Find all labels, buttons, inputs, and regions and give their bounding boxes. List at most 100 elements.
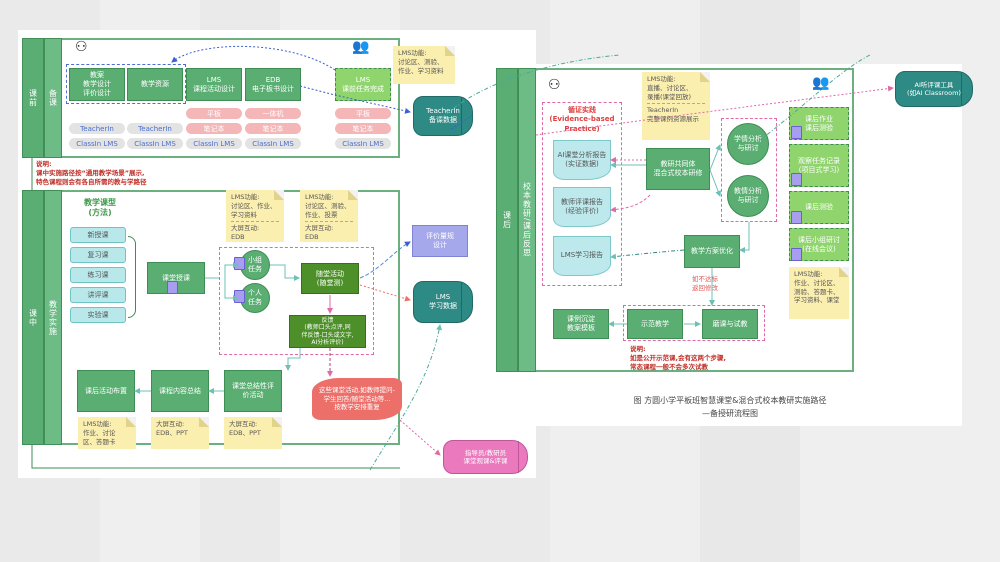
- sub-stage-prep: 备课: [44, 38, 62, 158]
- screen-note-summary-3: 大屏互动: EDB、PPT: [224, 417, 282, 449]
- feedback-box[interactable]: 反馈 (教师口头点评,同 伴反馈-口头或文字, AI分析评价): [289, 315, 366, 348]
- in-class-activity-box[interactable]: 随堂活动 (随堂测): [301, 263, 359, 294]
- lms-note-after-class: LMS功能: 作业、讨论区、 测验、答题卡、 学习资料、课堂: [789, 267, 849, 319]
- caption-line: —备授研流程图: [702, 408, 758, 418]
- lms-learning-report-doc[interactable]: LMS学习报告: [553, 236, 611, 276]
- explanation-title: 说明:: [36, 160, 52, 168]
- sub-stage-teaching: 教学实施: [44, 190, 62, 445]
- note-text: LMS功能: 讨论区、测验、 作业、投票: [305, 193, 351, 219]
- sub-stage-label: 教学实施: [48, 299, 58, 336]
- lms-note-in-class-2: LMS功能: 讨论区、测验、 作业、投票 大屏互动: EDB: [300, 190, 358, 242]
- lms-activity-design-box[interactable]: LMS 课程活动设计: [186, 68, 242, 101]
- course-types-heading: 教学课型 (方法): [84, 198, 116, 218]
- sub-stage-label: 校本教研/课后反思: [522, 182, 532, 258]
- box-label: 课堂授课: [162, 273, 190, 282]
- stage-post-class: 课后: [496, 68, 518, 372]
- device-pill: 一体机: [245, 108, 301, 119]
- after-class-assignment-box[interactable]: 课后活动布置: [77, 370, 135, 412]
- lms-note-in-class-1: LMS功能: 讨论区、作业、 学习资料 大屏互动: EDB: [226, 190, 284, 242]
- lms-note-summary-1: LMS功能: 作业、讨论 区、答题卡: [78, 417, 136, 449]
- learning-analysis-circle[interactable]: 学情分析 与研讨: [727, 123, 769, 165]
- ai-report-doc[interactable]: AI课堂分析报告 (实证数据): [553, 140, 611, 180]
- tool-pill: ClassIn LMS: [245, 138, 301, 149]
- device-pill: 笔记本: [245, 123, 301, 134]
- stage-label: 课中: [28, 308, 38, 327]
- note-text: 大屏互动: EDB: [305, 224, 334, 242]
- teacher-review-report-doc[interactable]: 教师评课报告 (经验评价): [553, 187, 611, 227]
- teaching-resource-box[interactable]: 教学资源: [127, 68, 183, 101]
- note-text: LMS功能: 直播、讨论区、 录播(课堂回放): [647, 75, 693, 101]
- lms-features-note: LMS功能: 讨论区、测验、 作业、学习资料: [393, 46, 455, 84]
- sub-stage-reflection: 校本教研/课后反思: [518, 68, 536, 372]
- students-icon: 👥: [812, 75, 830, 91]
- teacher-icon: ⚇: [75, 39, 88, 55]
- lms-learning-data-store[interactable]: LMS 学习数据: [413, 281, 473, 323]
- evidence-practice-title: 循证实践 (Evidence-based Practice): [549, 106, 615, 133]
- polish-trial-box[interactable]: 磨课与试教: [702, 309, 758, 339]
- demo-outline: [623, 305, 765, 341]
- observer-evaluation-store[interactable]: 指导员/教研员 课堂观课&评课: [443, 440, 528, 474]
- course-type-comment[interactable]: 讲评课: [70, 287, 126, 303]
- students-icon: 👥: [352, 39, 370, 55]
- tablet-icon: [791, 126, 802, 139]
- note-text: TeacherIn 完整课例资源展示: [647, 106, 699, 124]
- store-label: 指导员/教研员 课堂观课&评课: [463, 448, 508, 465]
- note-text: LMS功能: 讨论区、作业、 学习资料: [231, 193, 277, 219]
- explanation-line: 特色课程则会有各自所需的教与学路径: [36, 177, 147, 186]
- course-type-practice[interactable]: 练习课: [70, 267, 126, 283]
- brace: [128, 236, 136, 318]
- explanation-line: 课中实施路径按“通用教学场景”展示,: [36, 168, 145, 177]
- sub-stage-label: 备课: [48, 89, 58, 107]
- tool-pill: ClassIn LMS: [69, 138, 125, 149]
- device-pill: 笔记本: [186, 123, 242, 134]
- post-class-explanation: 说明: 如是公开示范课,会有这两个步骤, 常态课程一般不会多次试教: [630, 345, 790, 371]
- device-pill: 平板: [186, 108, 242, 119]
- research-community-box[interactable]: 教研共同体 混合式校本研修: [646, 148, 710, 190]
- post-class-frame: [536, 68, 854, 372]
- stage-in-class: 课中: [22, 190, 44, 445]
- teaching-analysis-circle[interactable]: 教情分析 与研讨: [727, 175, 769, 217]
- plan-optimization-box[interactable]: 教学方案优化: [684, 235, 740, 268]
- individual-task-circle[interactable]: 个人 任务: [240, 283, 270, 313]
- explanation-line: 常态课程一般不会多次试教: [630, 362, 708, 371]
- note-text: 大屏互动: EDB: [231, 224, 260, 242]
- course-type-new[interactable]: 新授课: [70, 227, 126, 243]
- stage-label: 课前: [28, 89, 38, 107]
- teacher-icon: ⚇: [548, 77, 561, 93]
- edb-board-design-box[interactable]: EDB 电子板书设计: [245, 68, 301, 101]
- tool-pill: ClassIn LMS: [335, 138, 391, 149]
- archive-template-box[interactable]: 课例沉淀 教案模板: [553, 309, 609, 339]
- tablet-icon: [791, 211, 802, 224]
- tool-pill: ClassIn LMS: [127, 138, 183, 149]
- store-label: AI听评课工具 (如AI Classroom): [907, 80, 961, 97]
- lms-pre-task-box[interactable]: LMS 课前任务完成: [335, 68, 391, 101]
- screen-note-summary-2: 大屏互动: EDB、PPT: [151, 417, 209, 449]
- teacherin-prep-data-store[interactable]: TeacherIn 备课数据: [413, 96, 473, 136]
- lms-teacherin-note: LMS功能: 直播、讨论区、 录播(课堂回放) TeacherIn 完整课例资源…: [642, 72, 710, 140]
- explanation-line: 如是公开示范课,会有这两个步骤,: [630, 353, 726, 362]
- rubric-design-box[interactable]: 评价量规 设计: [412, 225, 468, 257]
- explanation-title: 说明:: [630, 345, 646, 353]
- stage-label: 课后: [502, 211, 512, 229]
- classroom-teaching-box[interactable]: 课堂授课: [147, 262, 205, 294]
- lesson-plan-box[interactable]: 教案 教学设计 评价设计: [69, 68, 125, 101]
- tablet-icon: [791, 248, 802, 261]
- store-label: TeacherIn 备课数据: [426, 106, 460, 124]
- figure-caption: 图 方圆小学平板班智慧课堂&混合式校本教研实施路径 —备授研流程图: [560, 395, 900, 421]
- course-type-experiment[interactable]: 实验课: [70, 307, 126, 323]
- device-pill: 笔记本: [335, 123, 391, 134]
- tool-pill: TeacherIn: [127, 123, 183, 134]
- ai-classroom-tool-store[interactable]: AI听评课工具 (如AI Classroom): [895, 71, 973, 107]
- content-summary-box[interactable]: 课程内容总结: [151, 370, 209, 412]
- stage-pre-class: 课前: [22, 38, 44, 158]
- tablet-icon: [234, 290, 245, 303]
- prep-group-outline: [66, 64, 186, 104]
- tablet-icon: [167, 281, 178, 294]
- tablet-icon: [234, 257, 245, 270]
- tablet-icon: [791, 173, 802, 186]
- course-type-review[interactable]: 复习课: [70, 247, 126, 263]
- summative-assessment-box[interactable]: 课堂总结性评 价活动: [224, 370, 282, 412]
- device-pill: 平板: [335, 108, 391, 119]
- demo-teaching-box[interactable]: 示范教学: [627, 309, 683, 339]
- group-task-circle[interactable]: 小组 任务: [240, 250, 270, 280]
